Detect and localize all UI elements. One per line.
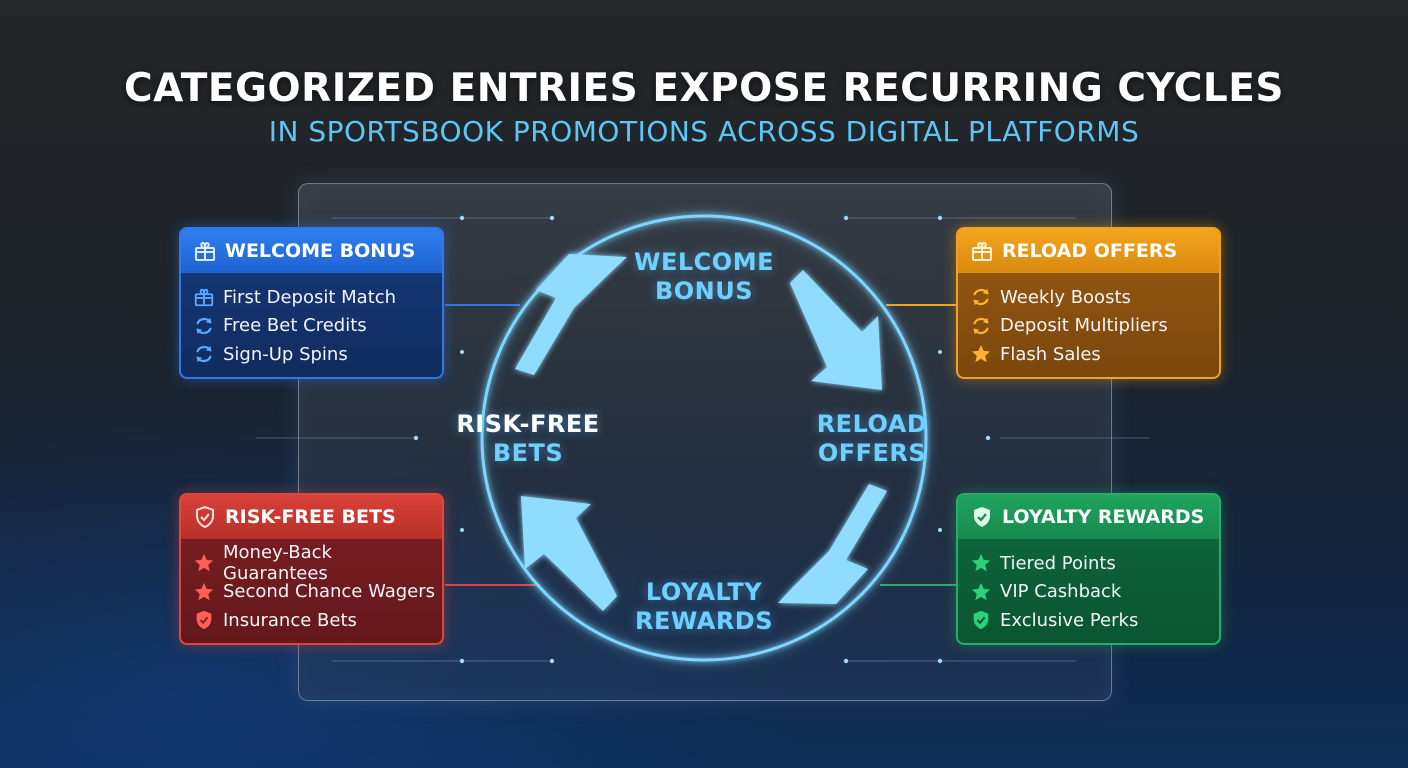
list-item-label: Weekly Boosts (1000, 286, 1131, 308)
list-item-label: Deposit Multipliers (1000, 315, 1168, 337)
refresh-icon (970, 315, 992, 337)
list-item: Weekly Boosts (970, 283, 1219, 312)
gift-icon (193, 239, 217, 263)
list-item-label: Second Chance Wagers (223, 581, 436, 603)
list-item-label: First Deposit Match (223, 286, 397, 308)
reload-offers-card-title: RELOAD OFFERS (1002, 240, 1178, 262)
list-item-label: Flash Sales (1000, 343, 1101, 365)
star-icon (970, 343, 992, 365)
star-icon (193, 552, 215, 574)
loyalty-rewards-card-title: LOYALTY REWARDS (1002, 506, 1205, 528)
loyalty-rewards-card-header: LOYALTY REWARDS (958, 495, 1219, 539)
shield-icon (193, 609, 215, 631)
cycle-label-welcome-line1: WELCOME (634, 248, 774, 276)
refresh-icon (970, 286, 992, 308)
list-item: Exclusive Perks (970, 606, 1219, 635)
list-item: Tiered Points (970, 549, 1219, 578)
list-item: Insurance Bets (193, 606, 442, 635)
page-subtitle: IN SPORTSBOOK PROMOTIONS ACROSS DIGITAL … (268, 115, 1140, 148)
list-item-label: Insurance Bets (223, 609, 357, 631)
cycle-arrow-top-left (515, 254, 627, 375)
cycle-arrow-bottom-left (521, 496, 617, 611)
welcome-bonus-card-header: WELCOME BONUS (181, 229, 442, 273)
list-item-label: VIP Cashback (1000, 581, 1122, 603)
welcome-bonus-card: WELCOME BONUS First Deposit Match Free B… (179, 227, 444, 379)
list-item: Sign-Up Spins (193, 340, 442, 369)
cycle-label-reload-line2: OFFERS (817, 439, 927, 467)
list-item: Free Bet Credits (193, 312, 442, 341)
cycle-ring (480, 214, 928, 662)
gift-icon (970, 239, 994, 263)
reload-offers-card-header: RELOAD OFFERS (958, 229, 1219, 273)
gift-icon (193, 286, 215, 308)
list-item-label: Sign-Up Spins (223, 343, 348, 365)
shield-check-icon (970, 505, 994, 529)
list-item-label: Exclusive Perks (1000, 609, 1139, 631)
cycle-label-welcome: WELCOME BONUS (600, 248, 808, 306)
risk-free-bets-card: RISK-FREE BETS Money-Back Guarantees Sec… (179, 493, 444, 645)
star-icon (193, 581, 215, 603)
list-item: Deposit Multipliers (970, 312, 1219, 341)
star-icon (970, 581, 992, 603)
cycle-label-loyalty: LOYALTY REWARDS (600, 578, 808, 636)
page-title: CATEGORIZED ENTRIES EXPOSE RECURRING CYC… (123, 66, 1285, 111)
cycle-label-reload-line1: RELOAD (816, 410, 928, 438)
list-item: Money-Back Guarantees (193, 542, 442, 584)
cycle-arrow-top-right (790, 270, 882, 390)
cycle-label-loyalty-line1: LOYALTY (645, 578, 763, 606)
refresh-icon (193, 315, 215, 337)
shield-icon (193, 505, 217, 529)
loyalty-rewards-card: LOYALTY REWARDS Tiered Points VIP Cashba… (956, 493, 1221, 645)
cycle-label-riskfree-line1: RISK-FREE (456, 410, 600, 438)
list-item-label: Tiered Points (1000, 552, 1116, 574)
list-item-label: Money-Back Guarantees (223, 542, 332, 585)
list-item: Flash Sales (970, 340, 1219, 369)
panel-decorations (256, 217, 1150, 662)
star-icon (970, 552, 992, 574)
risk-free-bets-card-header: RISK-FREE BETS (181, 495, 442, 539)
risk-free-bets-card-title: RISK-FREE BETS (225, 506, 396, 528)
shield-check-icon (970, 609, 992, 631)
panel-dots (413, 215, 991, 664)
list-item: VIP Cashback (970, 578, 1219, 607)
welcome-bonus-card-title: WELCOME BONUS (225, 240, 416, 262)
cycle-label-reload: RELOAD OFFERS (784, 410, 960, 468)
list-item: Second Chance Wagers (193, 578, 442, 607)
cycle-arrow-bottom-right (778, 484, 887, 604)
cycle-label-loyalty-line2: REWARDS (634, 607, 774, 635)
list-item: First Deposit Match (193, 283, 442, 312)
list-item-label: Free Bet Credits (223, 315, 367, 337)
refresh-icon (193, 343, 215, 365)
cycle-label-riskfree: RISK-FREE BETS (440, 410, 616, 468)
cycle-label-riskfree-line2: BETS (492, 439, 564, 467)
reload-offers-card: RELOAD OFFERS Weekly Boosts Deposit Mult… (956, 227, 1221, 379)
cycle-label-welcome-line2: BONUS (654, 277, 754, 305)
